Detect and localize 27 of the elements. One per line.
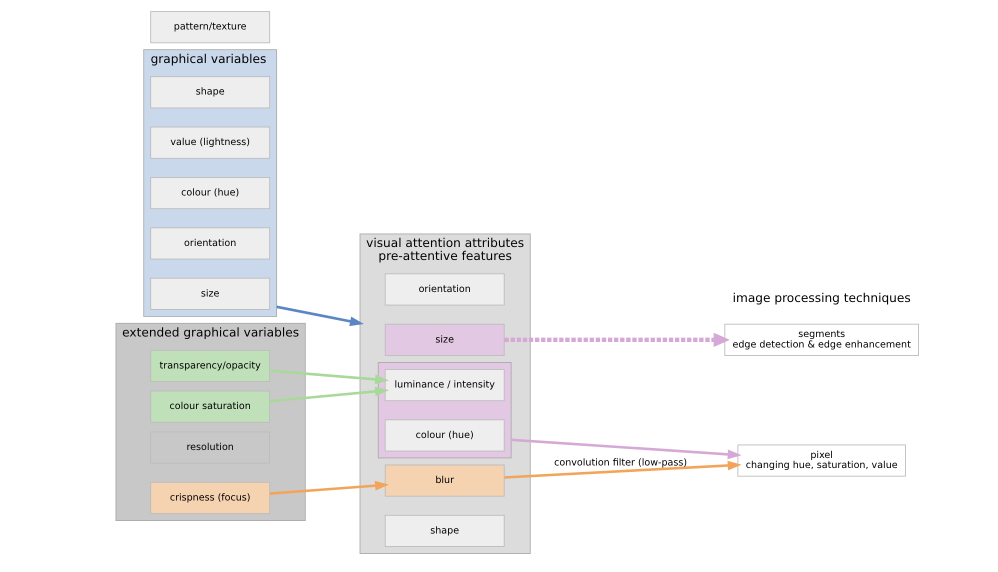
node-box: pixel changing hue, saturation, value bbox=[736, 444, 906, 477]
node-box: orientation bbox=[150, 227, 270, 260]
arrow bbox=[269, 369, 389, 384]
node-box: colour (hue) bbox=[384, 419, 504, 452]
node-box: colour saturation bbox=[150, 390, 270, 423]
node-box: colour (hue) bbox=[150, 177, 270, 210]
arrow bbox=[269, 386, 389, 403]
cluster bbox=[377, 362, 512, 458]
node-box: luminance / intensity bbox=[384, 368, 504, 402]
node-box: blur bbox=[384, 464, 504, 497]
node-box: transparency/opacity bbox=[150, 350, 270, 382]
arrow bbox=[276, 306, 364, 326]
node-box: size bbox=[150, 278, 270, 310]
node-box: orientation bbox=[384, 273, 504, 306]
arrow bbox=[504, 332, 730, 347]
label: image processing techniques bbox=[732, 291, 910, 306]
arrow bbox=[510, 438, 742, 460]
arrow bbox=[269, 480, 389, 495]
edge-label: convolution filter (low-pass) bbox=[554, 458, 687, 469]
node-box: value (lightness) bbox=[150, 126, 270, 159]
node-box: shape bbox=[150, 76, 270, 108]
arrow bbox=[504, 460, 742, 479]
node-box: pattern/texture bbox=[150, 11, 270, 44]
node-box: size bbox=[384, 324, 504, 356]
node-box: segments edge detection & edge enhancement bbox=[724, 324, 918, 356]
node-box: shape bbox=[384, 514, 504, 548]
node-box: crispness (focus) bbox=[150, 482, 270, 514]
